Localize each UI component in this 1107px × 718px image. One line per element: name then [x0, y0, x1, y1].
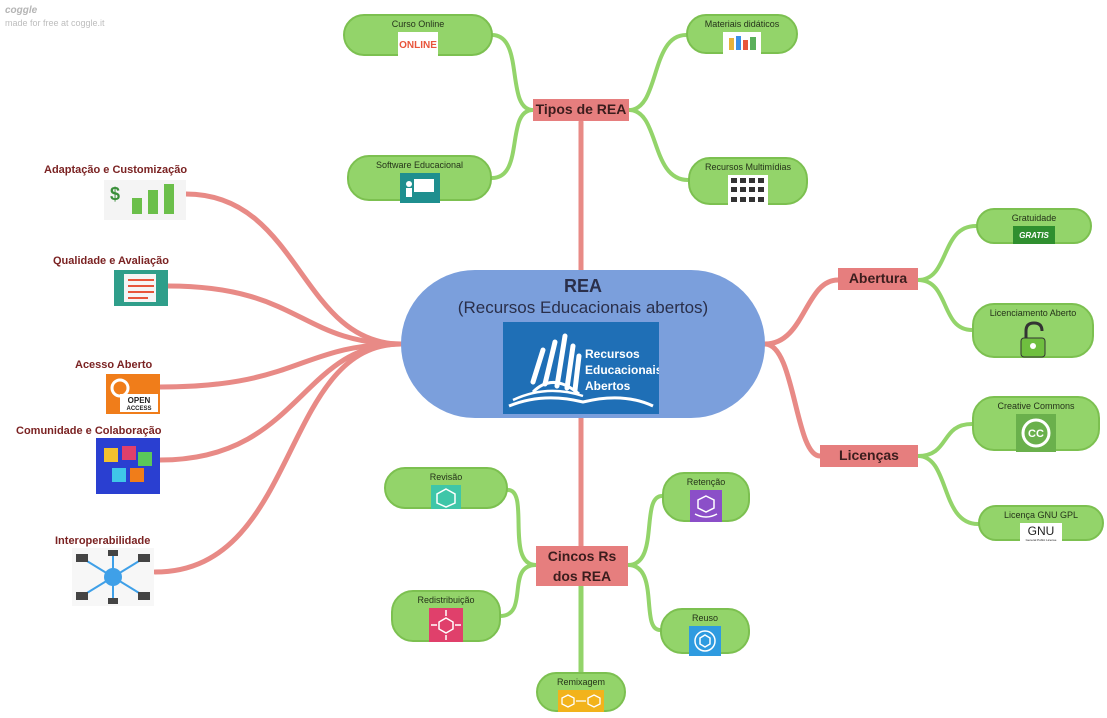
label-comunidade[interactable]: Comunidade e Colaboração [16, 425, 162, 437]
cc-badge-text: CC [1028, 428, 1044, 440]
creative-commons-label: Creative Commons [997, 401, 1075, 411]
node-software-educacional[interactable]: Software Educacional [347, 155, 492, 203]
label-interoperabilidade[interactable]: Interoperabilidade [55, 535, 151, 547]
edge-licencas-cc [916, 422, 974, 458]
evaluation-checklist-icon [114, 270, 168, 306]
svg-text:$: $ [110, 184, 120, 204]
node-redistribuicao[interactable]: Redistribuição [391, 590, 501, 642]
edge-central-interop [152, 341, 404, 575]
retencao-label: Retenção [686, 477, 726, 487]
teaching-materials-icon [723, 32, 761, 54]
label-qualidade[interactable]: Qualidade e Avaliação [53, 255, 169, 267]
open-access-logo-icon: OPEN ACCESS [106, 374, 160, 414]
node-curso-online[interactable]: Curso Online ONLINE [343, 14, 493, 56]
open-badge-text: OPEN [128, 396, 151, 405]
node-gratuidade[interactable]: Gratuidade GRATIS [976, 208, 1092, 244]
network-devices-icon [72, 548, 154, 606]
revise-cube-icon [431, 485, 461, 509]
edge-tipos-curso [490, 33, 535, 112]
coggle-watermark: coggle made for free at coggle.it [5, 5, 105, 29]
edge-cincos-revisao [506, 488, 538, 567]
edge-central-adaptacao [183, 191, 404, 347]
central-subtitle: (Recursos Educacionais abertos) [457, 298, 709, 317]
gnu-subtitle-text: General Public License [1026, 538, 1057, 542]
node-retencao[interactable]: Retenção [662, 472, 750, 522]
gratis-badge-text: GRATIS [1019, 231, 1049, 240]
revisao-label: Revisão [429, 472, 463, 482]
edge-central-abertura [762, 277, 841, 347]
open-book-hands-icon [508, 333, 654, 408]
central-node[interactable]: REA (Recursos Educacionais abertos) Recu… [401, 270, 765, 418]
edge-central-acesso [157, 341, 404, 390]
node-licenca-gnu-gpl[interactable]: Licença GNU GPL GNU General Public Licen… [978, 505, 1104, 543]
online-badge-text: ONLINE [399, 40, 437, 51]
licenciamento-label: Licenciamento Aberto [989, 308, 1077, 318]
node-recursos-multimidias[interactable]: Recursos Multimídias [688, 157, 808, 207]
gnu-badge-text: GNU [1028, 524, 1055, 538]
open-padlock-icon [1020, 321, 1046, 358]
free-tag-icon: GRATIS [1013, 226, 1055, 244]
node-reuso[interactable]: Reuso [660, 608, 750, 656]
label-acesso-aberto[interactable]: Acesso Aberto [75, 359, 153, 371]
node-revisao[interactable]: Revisão [384, 467, 508, 509]
edge-cincos-reuso [626, 563, 662, 632]
redistribute-cube-icon [429, 608, 463, 642]
edge-tipos-software [490, 108, 535, 180]
multimidias-label: Recursos Multimídias [704, 162, 792, 172]
reuse-cycle-icon [689, 626, 721, 656]
hub-tipos-de-rea[interactable]: Tipos de REA [533, 99, 629, 121]
edge-licencas-gnu [916, 454, 980, 526]
edge-cincos-redistribuicao [498, 563, 538, 618]
node-creative-commons[interactable]: Creative Commons CC [972, 396, 1100, 452]
coggle-tagline: made for free at coggle.it [5, 18, 105, 28]
node-licenciamento-aberto[interactable]: Licenciamento Aberto [972, 303, 1094, 358]
edge-abertura-licenciamento [916, 278, 974, 332]
rea-logo-line-2: Educacionais [585, 363, 659, 377]
gnu-label: Licença GNU GPL [1003, 510, 1079, 520]
edge-central-comunidade [157, 341, 404, 463]
remix-cubes-icon [558, 690, 604, 712]
rea-logo-line-3: Abertos [585, 379, 631, 393]
rea-logo-image: Recursos Educacionais Abertos [503, 322, 659, 414]
retain-hand-cube-icon [690, 490, 722, 522]
gnu-gpl-logo-icon: GNU General Public License [1020, 523, 1062, 543]
curso-online-label: Curso Online [391, 19, 445, 29]
edge-tipos-materiais [627, 33, 688, 112]
edge-abertura-gratuidade [916, 224, 978, 282]
multimedia-icons-icon [728, 175, 768, 207]
creative-commons-icon: CC [1016, 414, 1056, 452]
edge-cincos-retencao [626, 494, 664, 567]
redistribuicao-label: Redistribuição [417, 595, 475, 605]
central-title: REA [563, 276, 602, 296]
community-puzzle-icon [96, 438, 160, 494]
reuso-label: Reuso [691, 613, 718, 623]
node-remixagem[interactable]: Remixagem [536, 672, 626, 712]
gratuidade-label: Gratuidade [1011, 213, 1057, 223]
remixagem-label: Remixagem [556, 677, 605, 687]
money-plants-icon: $ [104, 180, 186, 220]
software-label: Software Educacional [375, 160, 464, 170]
materiais-label: Materiais didáticos [704, 19, 780, 29]
edge-central-qualidade [165, 283, 404, 347]
hub-cincos-line-1: Cincos Rs [547, 548, 617, 564]
hub-abertura[interactable]: Abertura [838, 268, 918, 290]
hub-cincos-rs[interactable]: Cincos Rs dos REA [536, 546, 628, 586]
node-materiais-didaticos[interactable]: Materiais didáticos [686, 14, 798, 54]
educational-software-icon [399, 173, 440, 203]
rea-logo-line-1: Recursos [585, 347, 640, 361]
edge-central-licencas [762, 341, 823, 459]
online-course-icon: ONLINE [398, 32, 438, 56]
coggle-logo: coggle [5, 5, 38, 16]
access-badge-text: ACCESS [126, 406, 151, 412]
edge-tipos-multimidias [627, 108, 690, 182]
hub-licencas[interactable]: Licenças [820, 445, 918, 467]
label-adaptacao[interactable]: Adaptação e Customização [44, 164, 188, 176]
hub-cincos-line-2: dos REA [552, 568, 612, 584]
